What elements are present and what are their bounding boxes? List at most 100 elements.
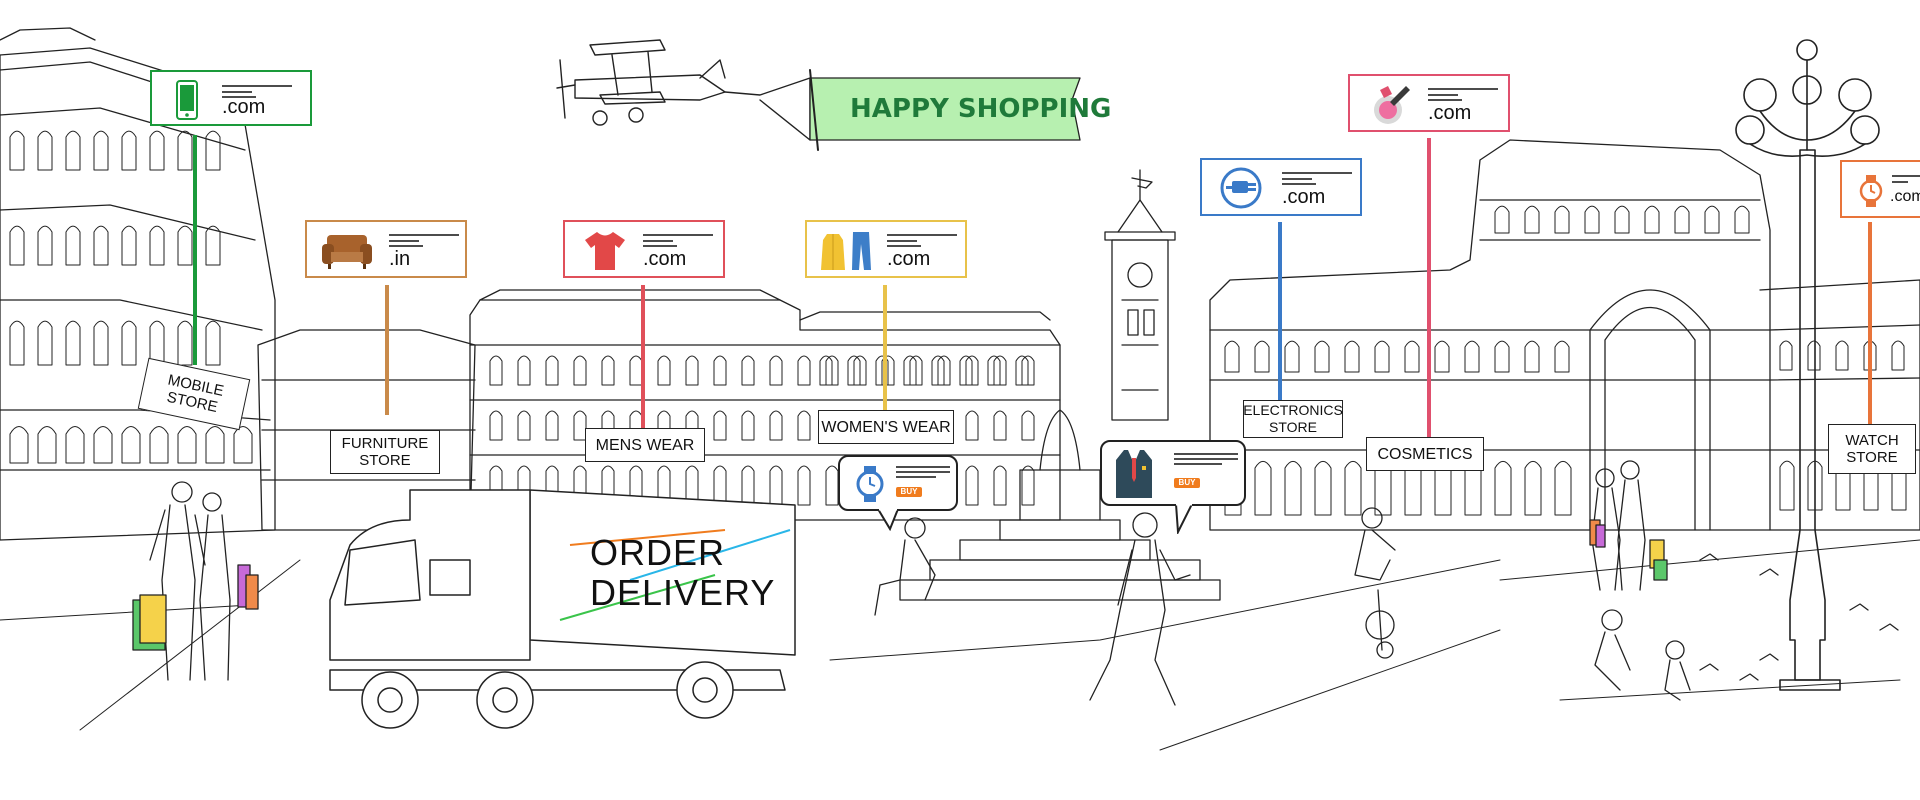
window — [573, 410, 587, 441]
womenswear-domain: .com — [887, 248, 931, 270]
window — [769, 355, 783, 386]
children-with-pigeons — [1594, 553, 1899, 701]
window — [205, 130, 221, 171]
womenswear-store-sign: WOMEN'S WEAR — [818, 410, 954, 444]
window — [685, 465, 699, 506]
window — [1314, 460, 1332, 516]
window — [1284, 460, 1302, 516]
window — [1524, 340, 1540, 373]
banner-flag — [809, 77, 1081, 141]
window — [965, 410, 979, 441]
window — [931, 355, 945, 386]
window — [1344, 340, 1360, 373]
window — [965, 355, 979, 386]
menswear-store-pole — [641, 285, 645, 430]
window — [1314, 340, 1330, 373]
window — [875, 355, 889, 386]
furniture-domain: .in — [389, 248, 411, 270]
window — [601, 465, 615, 506]
furniture-store-sign-line1: FURNITURE — [341, 435, 429, 452]
window — [1674, 205, 1690, 234]
womenswear-store-sign-text: WOMEN'S WEAR — [821, 418, 951, 436]
bubble-tail — [877, 509, 899, 531]
window — [1835, 340, 1849, 371]
window — [601, 355, 615, 386]
window — [65, 225, 81, 266]
window — [149, 426, 169, 464]
text-placeholder-lines — [1892, 175, 1920, 183]
window — [685, 355, 699, 386]
cosmetics-domain: .com — [1428, 102, 1472, 124]
cosmetics-store-card[interactable]: .com — [1348, 74, 1510, 132]
window — [903, 355, 917, 386]
window — [1344, 460, 1362, 516]
window — [1224, 340, 1240, 373]
window — [1021, 465, 1035, 506]
window — [1554, 460, 1572, 516]
window — [149, 320, 165, 366]
electronics-store-card[interactable]: .com — [1200, 158, 1362, 216]
window — [545, 465, 559, 506]
window — [177, 426, 197, 464]
window — [1434, 340, 1450, 373]
monument — [899, 409, 1221, 601]
suit-speech-bubble[interactable]: BUY — [1100, 440, 1246, 506]
window — [601, 410, 615, 441]
biplane — [556, 39, 811, 141]
window — [1494, 340, 1510, 373]
window — [1254, 340, 1270, 373]
window — [1644, 205, 1660, 234]
window — [1494, 205, 1510, 234]
cosmetics-store-sign-text: COSMETICS — [1377, 445, 1473, 463]
window — [993, 465, 1007, 506]
menswear-store-card[interactable]: .com — [563, 220, 725, 278]
watch-store-sign-line1: WATCH — [1845, 432, 1899, 449]
text-placeholder-lines — [389, 234, 459, 247]
window — [65, 426, 85, 464]
electronics-store-sign-line2: STORE — [1269, 419, 1317, 435]
window — [93, 130, 109, 171]
furniture-store-pole — [385, 285, 389, 415]
window — [65, 320, 81, 366]
window — [769, 465, 783, 506]
window — [121, 320, 137, 366]
cosmetics-store-pole — [1427, 138, 1431, 438]
window — [517, 410, 531, 441]
window — [797, 410, 811, 441]
window — [741, 410, 755, 441]
watch-store-card[interactable]: .com — [1840, 160, 1920, 218]
window — [517, 355, 531, 386]
window — [1015, 355, 1029, 386]
window — [853, 355, 867, 386]
street-lamp — [1735, 39, 1880, 691]
mobile-store-card[interactable]: .com — [150, 70, 312, 126]
window — [1404, 340, 1420, 373]
window — [1284, 340, 1300, 373]
window — [819, 355, 833, 386]
window — [825, 355, 839, 386]
window — [1021, 410, 1035, 441]
womenswear-store-card[interactable]: .com — [805, 220, 967, 278]
window — [713, 410, 727, 441]
window — [881, 355, 895, 386]
watch-store-pole — [1868, 222, 1872, 427]
window — [177, 130, 193, 171]
window — [1734, 205, 1750, 234]
window — [489, 465, 503, 506]
mobile-store-pole — [193, 135, 197, 365]
buy-badge[interactable]: BUY — [1174, 478, 1200, 488]
mobile-domain: .com — [222, 96, 266, 118]
window — [545, 410, 559, 441]
window — [713, 465, 727, 506]
furniture-store-card[interactable]: .in — [305, 220, 467, 278]
banner-text: HAPPY SHOPPING — [850, 94, 1112, 124]
tshirt-icon — [585, 232, 625, 270]
power-plug-icon — [1220, 167, 1262, 209]
window — [93, 426, 113, 464]
window — [1254, 460, 1272, 516]
window — [1374, 340, 1390, 373]
watch-speech-bubble[interactable]: BUY — [838, 455, 958, 511]
buy-badge[interactable]: BUY — [896, 487, 922, 497]
